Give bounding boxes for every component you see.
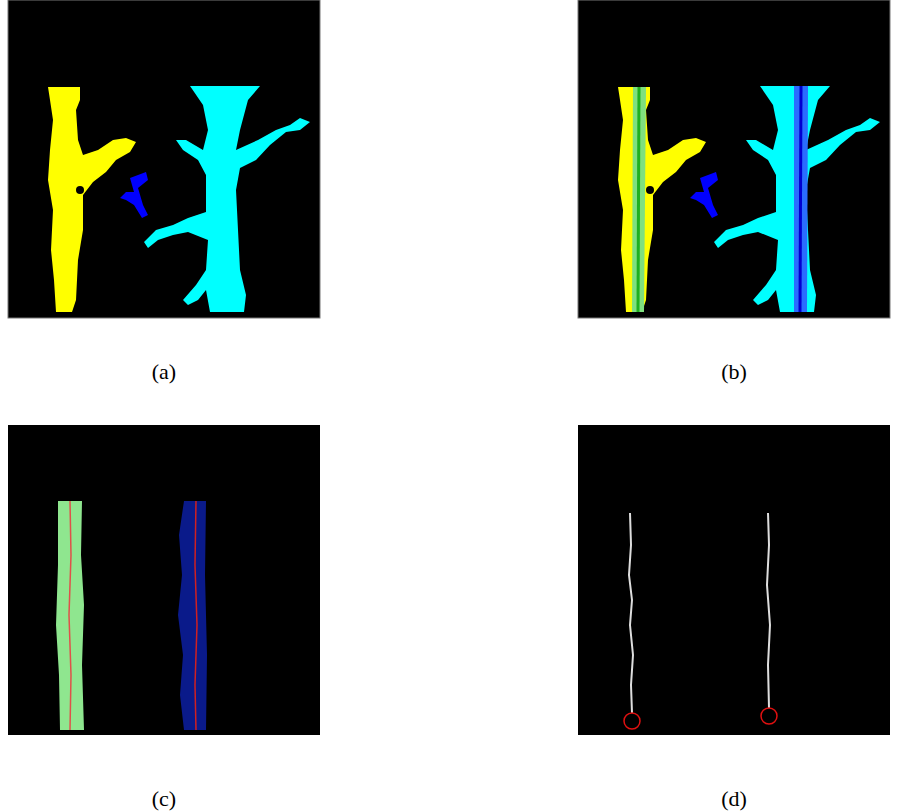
panel-label: (b) [721,359,747,384]
panel-label-slot: (c) [104,786,224,811]
segmentation-panel [8,0,320,318]
stem-line-panel [578,425,890,735]
panel-label: (c) [152,786,176,811]
panel-label-slot: (d) [674,786,794,811]
panel-label-slot: (a) [104,359,224,385]
panel-label: (a) [152,359,176,384]
stem-band-panel [578,0,890,318]
stem-region-panel [8,425,320,735]
panel-label-slot: (b) [674,359,794,385]
panel-label: (d) [721,786,747,811]
